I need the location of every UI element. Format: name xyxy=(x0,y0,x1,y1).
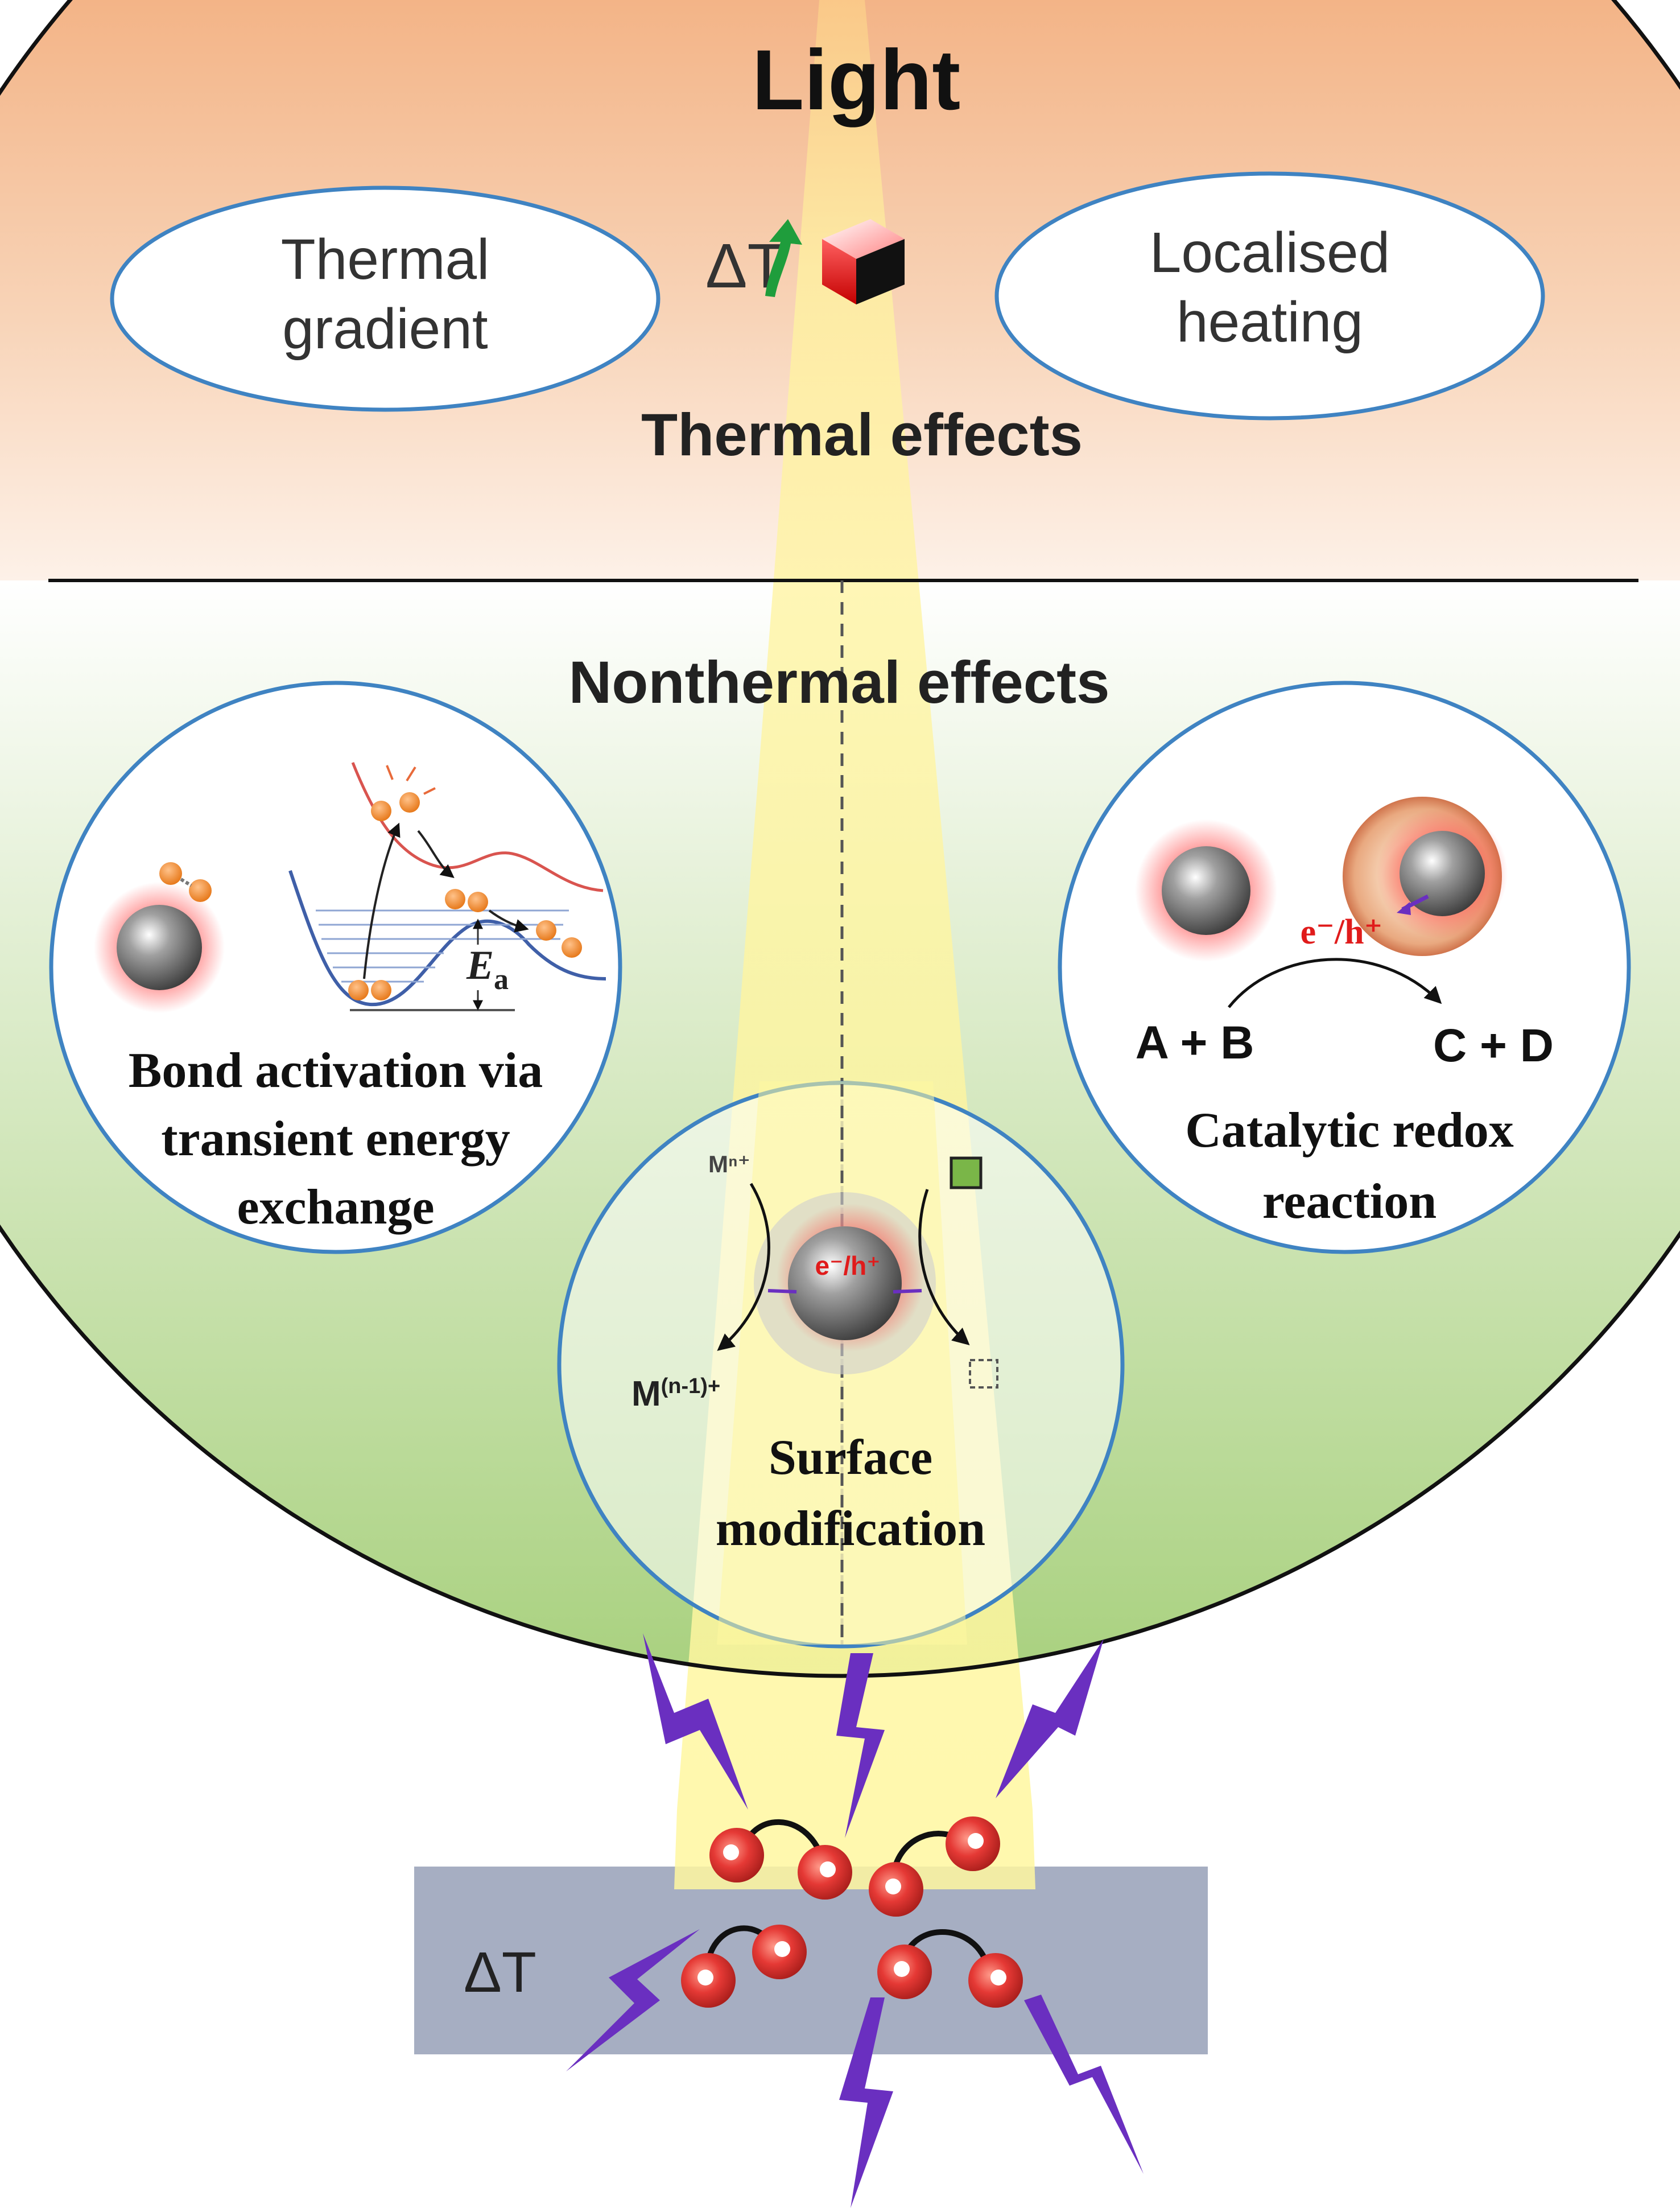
surface-charge-label: e⁻/h⁺ xyxy=(815,1251,880,1280)
catalyst-particle-icon xyxy=(117,905,202,990)
lightning-icon xyxy=(1024,1995,1144,2174)
catalytic-redox-panel: e⁻/h⁺ A + B C + D Catalytic redox reacti… xyxy=(1058,681,1631,1254)
increase-arrow-icon xyxy=(765,219,802,297)
lightning-icon xyxy=(643,1633,748,1810)
bond-activation-label-line2: transient energy xyxy=(161,1111,510,1167)
lightning-icon xyxy=(996,1639,1104,1798)
heated-cube-icon xyxy=(822,219,905,304)
thermal-gradient-label-line2: gradient xyxy=(282,297,488,361)
catalytic-redox-label-line1: Catalytic redox xyxy=(1185,1103,1514,1158)
nonthermal-effects-label: Nonthermal effects xyxy=(568,649,1109,716)
catalytic-redox-label-line2: reaction xyxy=(1262,1174,1437,1229)
bond-activation-panel: Ea Bond activation via transient energy … xyxy=(49,681,622,1254)
bond-activation-label-line1: Bond activation via xyxy=(129,1043,543,1098)
excited-state-curve xyxy=(351,762,604,892)
localised-heating-label-line1: Localised xyxy=(1150,221,1390,285)
main-circle-outline xyxy=(0,0,1680,1678)
lightning-bolts xyxy=(566,1633,1144,2208)
surface-modification-panel: e⁻/h⁺ Mⁿ⁺ M(n-1)+ Surface modification xyxy=(557,1081,1125,1649)
lightning-icon xyxy=(566,1929,700,2071)
catalyst-particle-icon xyxy=(1162,846,1250,935)
light-label: Light xyxy=(752,32,961,127)
molecule xyxy=(709,1819,852,1900)
thermal-gradient-bubble: Thermal gradient xyxy=(110,186,661,412)
molecule xyxy=(869,1816,1000,1917)
redox-charge-label: e⁻/h⁺ xyxy=(1301,913,1383,951)
bond-activation-label-line3: exchange xyxy=(237,1180,434,1235)
removal-arrow xyxy=(918,1189,970,1345)
lightning-icon xyxy=(836,1653,885,1838)
redox-products: C + D xyxy=(1433,1020,1554,1072)
molecule xyxy=(681,1925,807,2008)
metal-ion-in-label: Mⁿ⁺ xyxy=(708,1151,750,1177)
molecule xyxy=(877,1929,1023,2008)
localised-heating-label-line2: heating xyxy=(1177,290,1363,354)
thermal-effects-label: Thermal effects xyxy=(641,402,1083,468)
metal-ion-out-label: M(n-1)+ xyxy=(631,1374,720,1414)
activation-energy-label: Ea xyxy=(466,942,509,996)
potential-well-curve xyxy=(288,870,606,1007)
surface-modification-label-line2: modification xyxy=(716,1501,985,1556)
substrate-beam-overlap xyxy=(674,1810,1035,1889)
catalyst-particle-icon xyxy=(788,1226,902,1340)
redox-reactants: A + B xyxy=(1136,1017,1254,1069)
surface-modification-label-line1: Surface xyxy=(769,1430,932,1485)
substrate-delta-t-label: ΔT xyxy=(464,1941,536,2004)
removed-species-icon xyxy=(969,1359,998,1389)
substrate-slab xyxy=(414,1867,1208,2054)
lightning-icon xyxy=(839,1997,893,2208)
surface-species-icon xyxy=(950,1156,983,1189)
localised-heating-bubble: Localised heating xyxy=(994,171,1545,421)
thermal-gradient-label-line1: Thermal xyxy=(281,228,490,291)
redox-arrow xyxy=(1228,958,1442,1008)
reduction-arrow xyxy=(717,1183,770,1351)
